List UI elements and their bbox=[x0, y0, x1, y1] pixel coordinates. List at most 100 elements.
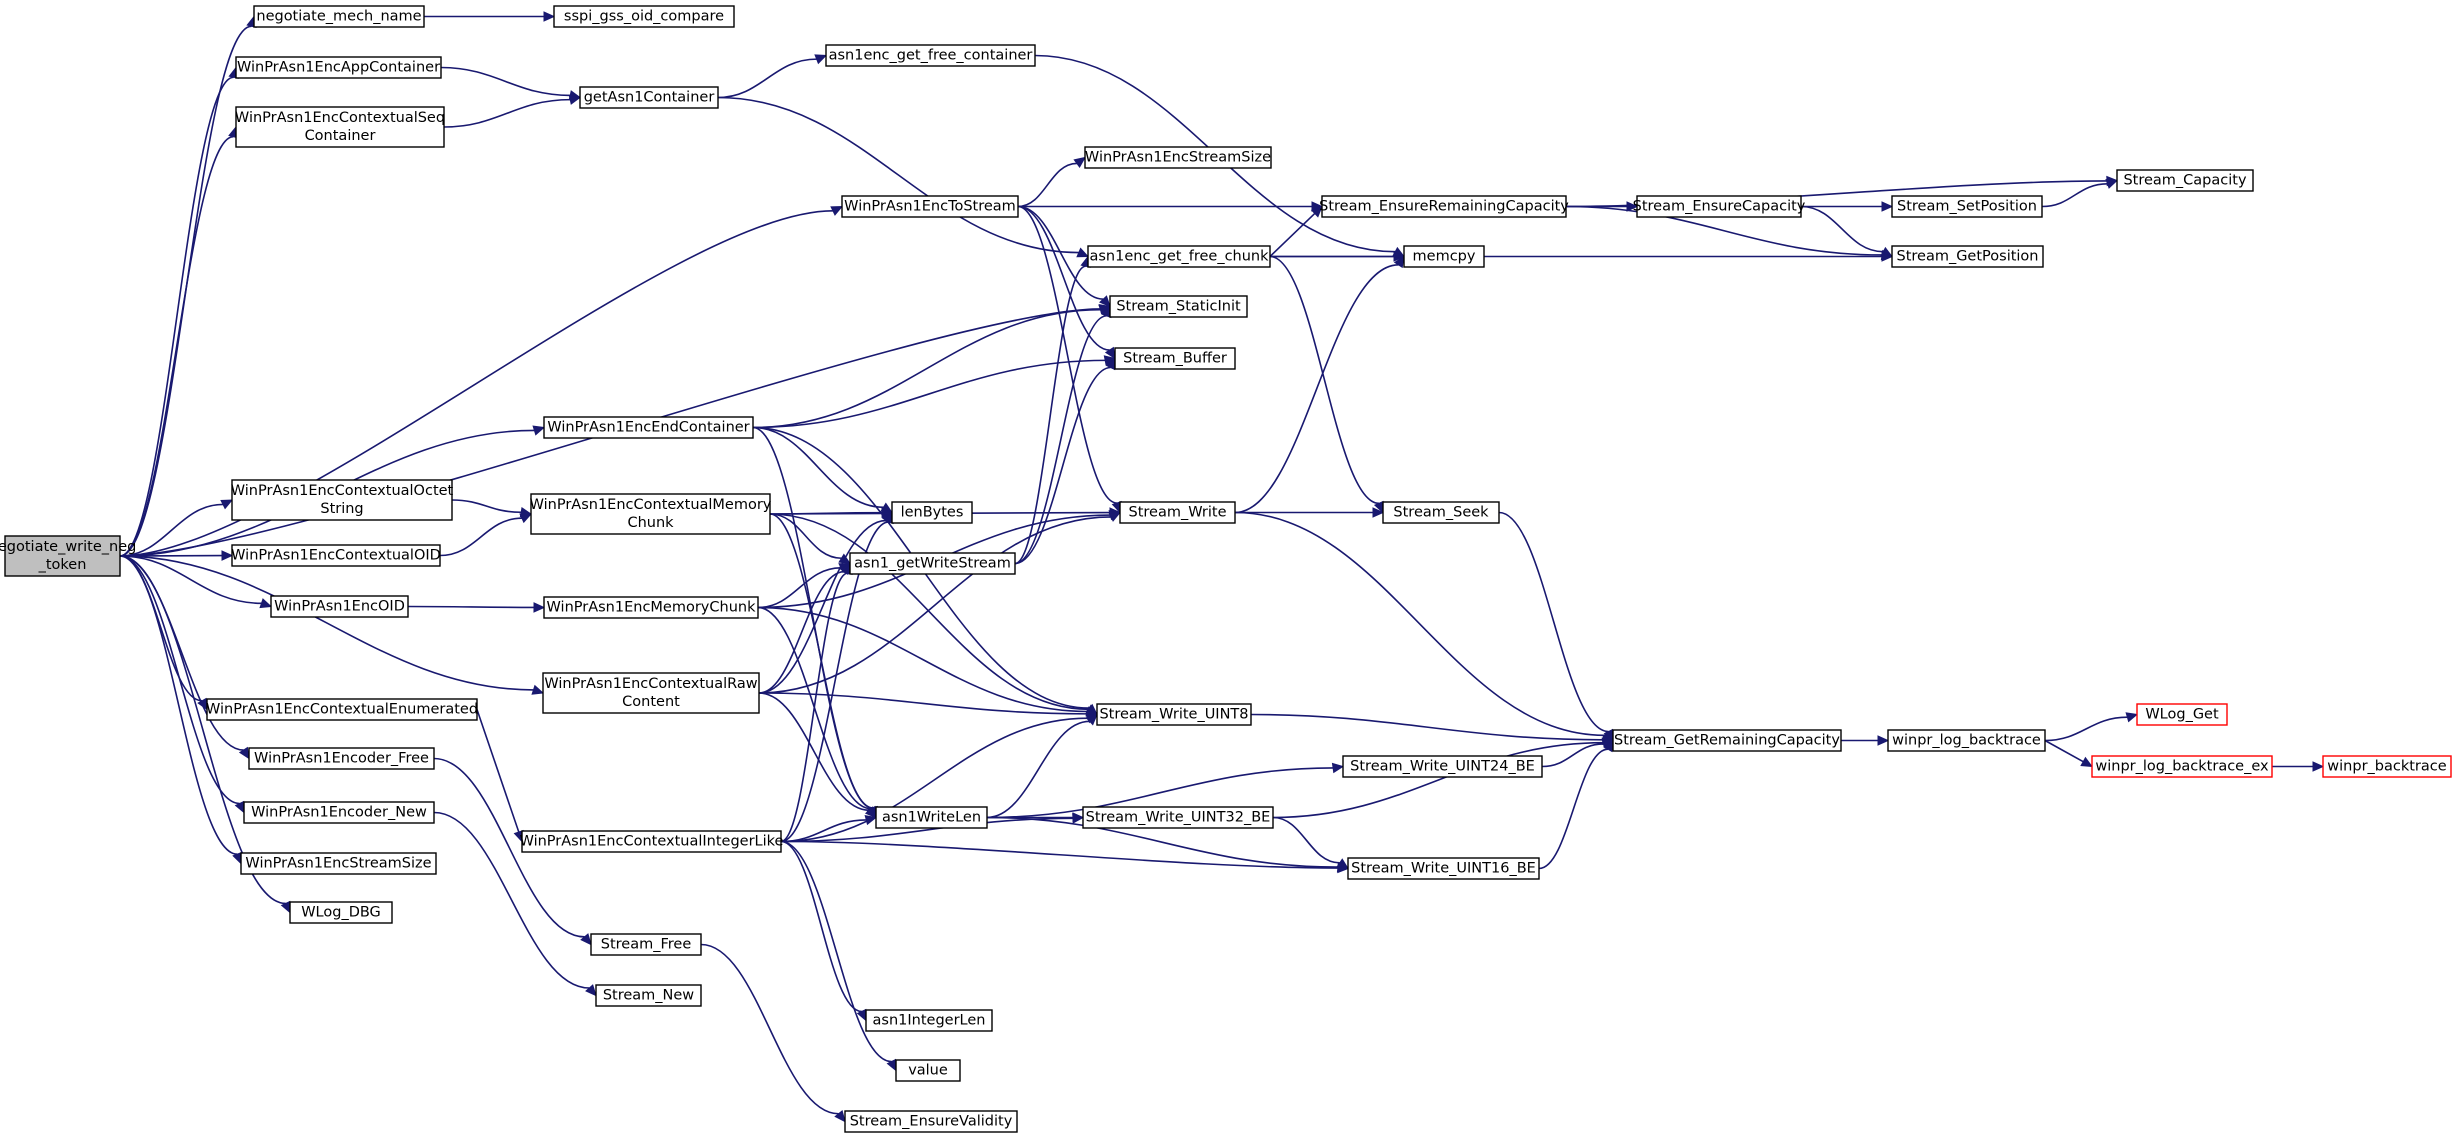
node-getpos[interactable]: Stream_GetPosition bbox=[1891, 245, 2044, 268]
node-box[interactable] bbox=[543, 416, 754, 439]
node-lenb[interactable]: lenBytes bbox=[891, 501, 973, 524]
node-box[interactable] bbox=[206, 698, 478, 721]
node-box[interactable] bbox=[253, 5, 425, 28]
node-box[interactable] bbox=[289, 901, 393, 924]
node-box[interactable] bbox=[235, 106, 445, 148]
node-cint[interactable]: WinPrAsn1EncContextualIntegerLike bbox=[520, 830, 784, 853]
node-coid[interactable]: WinPrAsn1EncContextualOID bbox=[231, 544, 441, 567]
node-box[interactable] bbox=[2091, 755, 2273, 778]
node-wdbg[interactable]: WLog_DBG bbox=[289, 901, 393, 924]
node-box[interactable] bbox=[2136, 703, 2228, 726]
node-box[interactable] bbox=[521, 830, 782, 853]
node-efree[interactable]: WinPrAsn1Encoder_Free bbox=[248, 747, 435, 770]
node-box[interactable] bbox=[243, 801, 435, 824]
node-box[interactable] bbox=[844, 1110, 1018, 1133]
node-sspi[interactable]: sspi_gss_oid_compare bbox=[553, 5, 735, 28]
node-value[interactable]: value bbox=[895, 1059, 961, 1082]
node-box[interactable] bbox=[1891, 245, 2044, 268]
node-enew[interactable]: WinPrAsn1Encoder_New bbox=[243, 801, 435, 824]
node-u8[interactable]: Stream_Write_UINT8 bbox=[1096, 703, 1252, 726]
node-box[interactable] bbox=[235, 56, 442, 79]
node-u24[interactable]: Stream_Write_UINT24_BE bbox=[1342, 755, 1543, 778]
node-wlen[interactable]: asn1WriteLen bbox=[875, 806, 988, 829]
node-box[interactable] bbox=[530, 493, 771, 535]
node-box[interactable] bbox=[231, 544, 441, 567]
node-box[interactable] bbox=[1347, 857, 1540, 880]
node-box[interactable] bbox=[849, 552, 1016, 575]
node-box[interactable] bbox=[1382, 501, 1500, 524]
node-box[interactable] bbox=[891, 501, 973, 524]
node-box[interactable] bbox=[1321, 195, 1567, 218]
node-box[interactable] bbox=[1096, 703, 1252, 726]
node-box[interactable] bbox=[1887, 729, 2046, 752]
node-ssize[interactable]: WinPrAsn1EncStreamSize bbox=[1084, 146, 1272, 169]
node-box[interactable] bbox=[248, 747, 435, 770]
node-cap[interactable]: Stream_Capacity bbox=[2116, 169, 2254, 192]
node-wlget[interactable]: WLog_Get bbox=[2136, 703, 2228, 726]
node-box[interactable] bbox=[595, 984, 702, 1007]
node-box[interactable] bbox=[579, 86, 719, 109]
node-box[interactable] bbox=[1119, 501, 1236, 524]
node-box[interactable] bbox=[543, 596, 759, 619]
node-box[interactable] bbox=[1403, 245, 1485, 268]
node-getws[interactable]: asn1_getWriteStream bbox=[849, 552, 1016, 575]
node-box[interactable] bbox=[231, 479, 453, 521]
node-gfc[interactable]: asn1enc_get_free_container bbox=[825, 44, 1036, 67]
node-root[interactable]: negotiate_write_neg_token bbox=[0, 535, 136, 577]
node-box[interactable] bbox=[825, 44, 1036, 67]
node-box[interactable] bbox=[875, 806, 988, 829]
node-u16[interactable]: Stream_Write_UINT16_BE bbox=[1347, 857, 1540, 880]
node-emem[interactable]: WinPrAsn1EncMemoryChunk bbox=[543, 596, 759, 619]
node-svalid[interactable]: Stream_EnsureValidity bbox=[844, 1110, 1018, 1133]
node-sbuf[interactable]: Stream_Buffer bbox=[1114, 347, 1236, 370]
node-memcpy[interactable]: memcpy bbox=[1403, 245, 1485, 268]
node-u32[interactable]: Stream_Write_UINT32_BE bbox=[1082, 806, 1274, 829]
node-box[interactable] bbox=[841, 195, 1019, 218]
node-box[interactable] bbox=[1082, 806, 1274, 829]
node-box[interactable] bbox=[1109, 295, 1248, 318]
node-wlbex[interactable]: winpr_log_backtrace_ex bbox=[2091, 755, 2273, 778]
node-box[interactable] bbox=[1084, 146, 1272, 169]
node-ssize2[interactable]: WinPrAsn1EncStreamSize bbox=[240, 852, 437, 875]
node-box[interactable] bbox=[240, 852, 437, 875]
node-sfree[interactable]: Stream_Free bbox=[590, 933, 702, 956]
node-box[interactable] bbox=[542, 672, 760, 714]
node-sseek[interactable]: Stream_Seek bbox=[1382, 501, 1500, 524]
node-erc[interactable]: Stream_EnsureRemainingCapacity bbox=[1319, 195, 1569, 218]
node-wlb[interactable]: winpr_log_backtrace bbox=[1887, 729, 2046, 752]
node-box[interactable] bbox=[895, 1059, 961, 1082]
node-appc[interactable]: WinPrAsn1EncAppContainer bbox=[235, 56, 442, 79]
node-wbt[interactable]: winpr_backtrace bbox=[2322, 755, 2452, 778]
node-eoid[interactable]: WinPrAsn1EncOID bbox=[270, 595, 409, 618]
node-ecap[interactable]: Stream_EnsureCapacity bbox=[1633, 195, 1806, 218]
node-box[interactable] bbox=[2322, 755, 2452, 778]
node-nmn[interactable]: negotiate_mech_name bbox=[253, 5, 425, 28]
node-box[interactable] bbox=[270, 595, 409, 618]
node-box[interactable] bbox=[1342, 755, 1543, 778]
node-gfchunk[interactable]: asn1enc_get_free_chunk bbox=[1087, 245, 1271, 268]
node-box[interactable] bbox=[590, 933, 702, 956]
node-snew[interactable]: Stream_New bbox=[595, 984, 702, 1007]
node-grc[interactable]: Stream_GetRemainingCapacity bbox=[1612, 729, 1842, 752]
node-box[interactable] bbox=[1636, 195, 1802, 218]
node-box[interactable] bbox=[2116, 169, 2254, 192]
node-sinit[interactable]: Stream_StaticInit bbox=[1109, 295, 1248, 318]
node-box[interactable] bbox=[1114, 347, 1236, 370]
node-endc[interactable]: WinPrAsn1EncEndContainer bbox=[543, 416, 754, 439]
node-swrite[interactable]: Stream_Write bbox=[1119, 501, 1236, 524]
node-getc[interactable]: getAsn1Container bbox=[579, 86, 719, 109]
node-box[interactable] bbox=[865, 1009, 993, 1032]
node-setpos[interactable]: Stream_SetPosition bbox=[1891, 195, 2043, 218]
node-box[interactable] bbox=[1087, 245, 1271, 268]
node-box[interactable] bbox=[4, 535, 121, 577]
node-cenum[interactable]: WinPrAsn1EncContextualEnumerated bbox=[206, 698, 478, 721]
node-box[interactable] bbox=[553, 5, 735, 28]
node-tostream[interactable]: WinPrAsn1EncToStream bbox=[841, 195, 1019, 218]
node-box[interactable] bbox=[1891, 195, 2043, 218]
node-box[interactable] bbox=[1612, 729, 1842, 752]
node-intlen[interactable]: asn1IntegerLen bbox=[865, 1009, 993, 1032]
